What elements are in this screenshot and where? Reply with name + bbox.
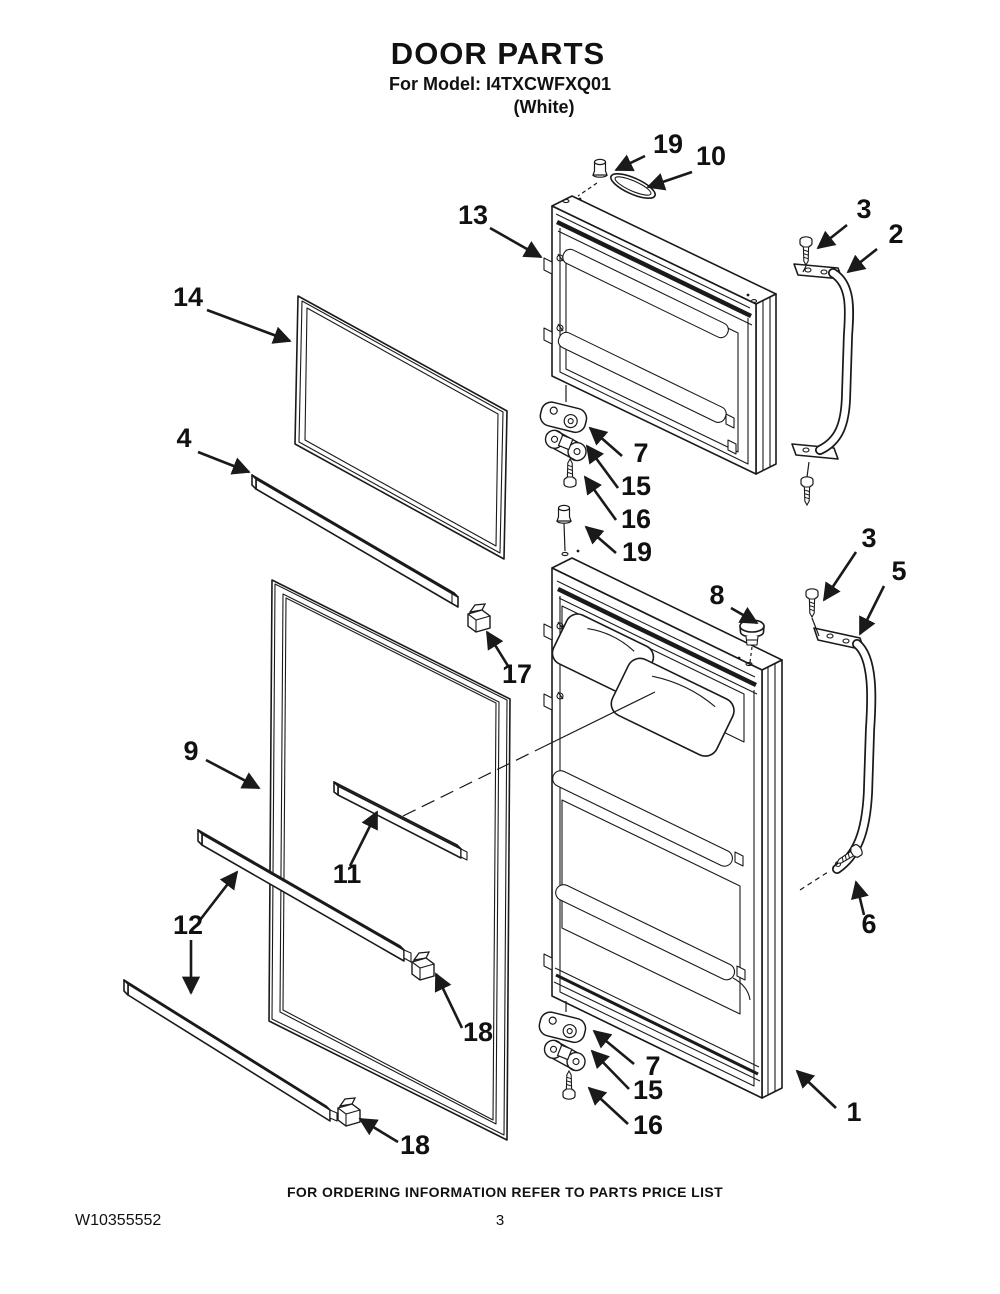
trim-strip-12-lower [123,979,338,1122]
svg-text:9: 9 [183,736,198,766]
callout-7-bottom: 7 [592,1029,661,1081]
callout-16-bottom: 16 [587,1086,663,1140]
fridge-door [543,549,783,1099]
svg-text:16: 16 [633,1110,663,1140]
svg-text:10: 10 [696,141,726,171]
callout-8: 8 [709,580,759,625]
document-number: W10355552 [75,1212,162,1229]
svg-text:18: 18 [400,1130,430,1160]
callout-2: 2 [846,219,904,274]
callout-19-top: 19 [614,129,683,172]
screw-16-bottom [562,1070,576,1100]
ordering-note: FOR ORDERING INFORMATION REFER TO PARTS … [286,1184,724,1200]
callout-15-mid: 15 [585,444,651,501]
callout-17: 17 [485,630,532,689]
svg-text:15: 15 [633,1075,663,1105]
svg-text:11: 11 [333,859,362,889]
callout-18-lower: 18 [358,1117,430,1160]
callout-10: 10 [646,141,726,191]
hinge-plate-7-bottom [536,1009,589,1046]
color-line: (White) [513,97,575,117]
screw-3-fridge [805,588,819,618]
page-title: DOOR PARTS [390,36,606,71]
callout-9: 9 [183,736,261,790]
end-cap-18-lower [337,1097,361,1127]
page-number: 3 [495,1212,505,1229]
callout-3-mid: 3 [822,523,877,602]
screw-16-mid [563,458,577,488]
svg-text:3: 3 [861,523,876,553]
hinge-shim-15-mid [542,428,590,463]
plug-button-19-mid [556,504,572,524]
plug-button-19-top [592,158,608,178]
svg-text:14: 14 [173,282,203,312]
trim-strip-4 [251,474,459,608]
svg-text:1: 1 [846,1097,861,1127]
screw-3-freezer-top [799,236,813,266]
callout-3-top: 3 [816,194,872,250]
freezer-handle [791,263,854,460]
hinge-plate-7-mid [537,399,590,436]
svg-text:4: 4 [176,423,191,453]
svg-text:16: 16 [621,504,651,534]
leader-line-dashed [402,745,546,817]
svg-text:6: 6 [861,909,876,939]
svg-text:5: 5 [891,556,906,586]
callout-15-bottom: 15 [590,1049,663,1105]
end-cap-18-upper [411,951,435,981]
leader-line [544,691,656,747]
callout-4: 4 [176,423,251,475]
callout-18-upper: 18 [434,972,493,1047]
callout-16-mid: 16 [583,475,651,534]
svg-text:3: 3 [856,194,871,224]
callout-13: 13 [458,200,543,259]
fridge-door-gasket [268,579,511,1141]
freezer-door [543,195,777,475]
callout-6: 6 [851,880,877,939]
svg-text:17: 17 [502,659,532,689]
callout-14: 14 [173,282,292,344]
svg-text:15: 15 [621,471,651,501]
svg-text:18: 18 [463,1017,493,1047]
trim-strip-12 [197,829,412,963]
badge-oval-10 [610,173,656,199]
callout-19-mid: 19 [584,525,652,567]
svg-text:19: 19 [653,129,683,159]
callout-11: 11 [333,810,379,889]
svg-text:13: 13 [458,200,488,230]
svg-text:2: 2 [888,219,903,249]
freezer-door-gasket [294,295,508,560]
trim-strip-11 [333,781,468,861]
screw-3-freezer-bottom [800,476,814,506]
svg-text:19: 19 [622,537,652,567]
svg-text:12: 12 [173,910,203,940]
callout-1: 1 [795,1069,862,1127]
callout-12: 12 [173,870,239,995]
callout-7-mid: 7 [588,426,649,468]
end-cap-17 [467,603,491,633]
model-line: For Model: I4TXCWFXQ01 [388,74,612,94]
callout-5: 5 [858,556,907,636]
svg-text:7: 7 [633,438,648,468]
svg-text:7: 7 [645,1051,660,1081]
svg-text:8: 8 [709,580,724,610]
hinge-shim-15-bottom [541,1038,589,1073]
